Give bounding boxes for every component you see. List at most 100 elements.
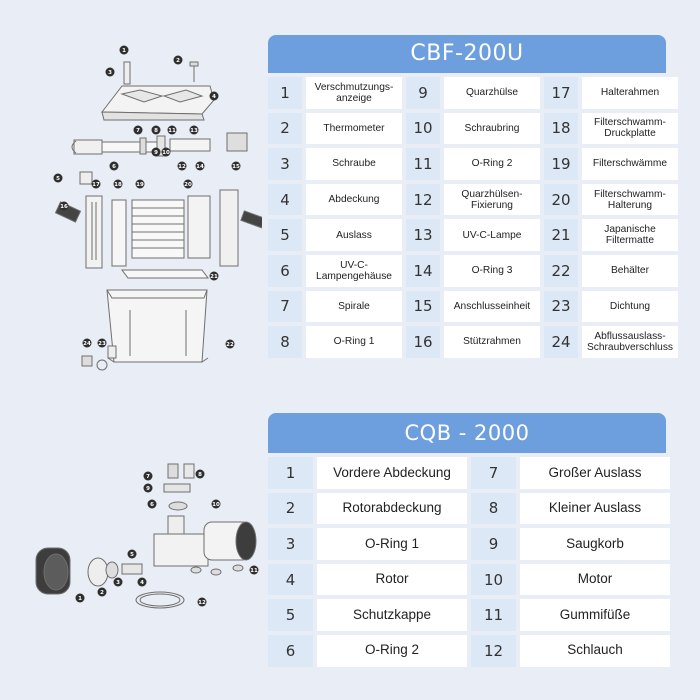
svg-text:13: 13 — [190, 128, 198, 134]
pump-table-title: CQB - 2000 — [268, 413, 666, 453]
part-label: Spirale — [306, 290, 402, 323]
part-number: 14 — [406, 254, 440, 287]
marker-16: 16 — [59, 201, 69, 211]
marker-4: 4 — [209, 91, 219, 101]
part-number: 3 — [268, 148, 302, 180]
part-label: O-Ring 3 — [444, 254, 540, 287]
svg-text:5: 5 — [56, 176, 60, 182]
part-label: UV-C-Lampengehäuse — [306, 254, 402, 287]
svg-text:8: 8 — [198, 472, 202, 478]
svg-text:19: 19 — [136, 182, 144, 188]
part-number: 12 — [471, 634, 516, 667]
part-label: Dichtung — [582, 290, 678, 323]
part-number: 23 — [544, 290, 578, 323]
part-label: Schlauch — [520, 634, 670, 667]
svg-text:12: 12 — [178, 164, 186, 170]
marker-2: 2 — [173, 55, 183, 65]
pump-marker-1: 1 — [75, 593, 85, 603]
svg-text:22: 22 — [226, 342, 234, 348]
part-label: Stützrahmen — [444, 326, 540, 358]
part-label: O-Ring 2 — [317, 634, 467, 667]
svg-text:7: 7 — [136, 128, 140, 134]
marker-10: 10 — [161, 147, 171, 157]
pump-marker-4: 4 — [137, 577, 147, 587]
marker-14: 14 — [195, 161, 205, 171]
svg-text:10: 10 — [162, 150, 170, 156]
part-number: 4 — [268, 183, 302, 216]
svg-text:7: 7 — [146, 474, 150, 480]
marker-9: 9 — [151, 147, 161, 157]
svg-text:20: 20 — [184, 182, 192, 188]
svg-text:8: 8 — [154, 128, 158, 134]
part-label: Schraubring — [444, 112, 540, 145]
svg-text:12: 12 — [198, 600, 206, 606]
part-number: 16 — [406, 326, 440, 358]
part-label: Quarzhülse — [444, 77, 540, 109]
marker-20: 20 — [183, 179, 193, 189]
part-number: 7 — [268, 290, 302, 323]
part-label: Verschmutzungs-anzeige — [306, 77, 402, 109]
marker-5: 5 — [53, 173, 63, 183]
part-number: 9 — [471, 528, 516, 560]
part-number: 4 — [268, 563, 313, 596]
part-number: 2 — [268, 112, 302, 145]
part-label: Filterschwämme — [582, 148, 678, 180]
part-label: Behälter — [582, 254, 678, 287]
filter-diagram-markers: 1 2 3 4 5 6 7 8 9 10 11 12 13 14 15 16 1… — [53, 45, 241, 349]
part-number: 5 — [268, 219, 302, 251]
pump-marker-6: 6 — [147, 499, 157, 509]
pump-exploded-diagram — [35, 463, 257, 609]
marker-7: 7 — [133, 125, 143, 135]
part-label: Filterschwamm-Druckplatte — [582, 112, 678, 145]
part-label: Abflussauslass-Schraubverschluss — [582, 326, 678, 358]
svg-text:4: 4 — [212, 94, 216, 100]
filter-table-title: CBF-200U — [268, 35, 666, 73]
marker-3: 3 — [105, 67, 115, 77]
part-label: Schutzkappe — [317, 599, 467, 631]
marker-19: 19 — [135, 179, 145, 189]
marker-6: 6 — [109, 161, 119, 171]
svg-text:2: 2 — [100, 590, 104, 596]
svg-text:1: 1 — [78, 596, 82, 602]
part-number: 11 — [471, 599, 516, 631]
part-label: Kleiner Auslass — [520, 492, 670, 525]
part-number: 7 — [471, 457, 516, 489]
part-label: Gummifüße — [520, 599, 670, 631]
part-number: 17 — [544, 77, 578, 109]
marker-8: 8 — [151, 125, 161, 135]
svg-text:4: 4 — [140, 580, 144, 586]
part-number: 13 — [406, 219, 440, 251]
part-label: O-Ring 1 — [306, 326, 402, 358]
marker-22: 22 — [225, 339, 235, 349]
part-number: 5 — [268, 599, 313, 631]
part-label: O-Ring 2 — [444, 148, 540, 180]
filter-exploded-diagram — [54, 61, 262, 371]
part-number: 21 — [544, 219, 578, 251]
part-label: Rotor — [317, 563, 467, 596]
part-number: 10 — [406, 112, 440, 145]
part-number: 24 — [544, 326, 578, 358]
part-number: 18 — [544, 112, 578, 145]
svg-text:5: 5 — [130, 552, 134, 558]
marker-12: 12 — [177, 161, 187, 171]
marker-18: 18 — [113, 179, 123, 189]
pump-marker-12: 12 — [197, 597, 207, 607]
pump-marker-3: 3 — [113, 577, 123, 587]
part-label: O-Ring 1 — [317, 528, 467, 560]
part-number: 2 — [268, 492, 313, 525]
part-number: 3 — [268, 528, 313, 560]
part-label: Saugkorb — [520, 528, 670, 560]
part-number: 6 — [268, 634, 313, 667]
pump-marker-7: 7 — [143, 471, 153, 481]
part-label: Vordere Abdeckung — [317, 457, 467, 489]
marker-11: 11 — [167, 125, 177, 135]
pump-marker-11: 11 — [249, 565, 259, 575]
svg-text:24: 24 — [83, 341, 91, 347]
pump-marker-8: 8 — [195, 469, 205, 479]
part-number: 19 — [544, 148, 578, 180]
marker-1: 1 — [119, 45, 129, 55]
